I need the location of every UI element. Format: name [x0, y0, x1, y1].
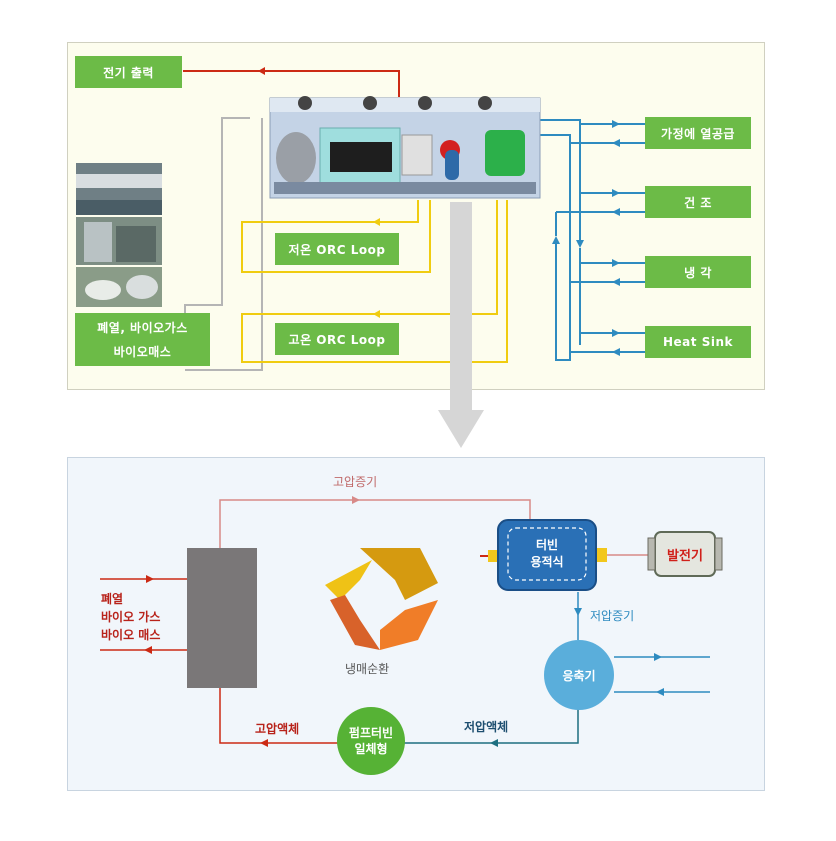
heat-source-photos [76, 163, 162, 307]
turbine-label-1: 터빈 [535, 538, 559, 552]
condenser-label: 응축기 [562, 669, 596, 683]
low-orc-loop-box: 저온 ORC Loop [275, 233, 399, 265]
heat-source-item-biomass: 바이오 매스 [101, 628, 161, 642]
pump-label-2: 일체형 [354, 742, 388, 756]
low-liquid-arrow-icon [490, 739, 498, 747]
refrigerant-cycle-label: 냉매순환 [345, 662, 390, 676]
high-orc-loop-line [241, 200, 508, 363]
refrigerant-cycle-icon [325, 548, 438, 650]
heat-source-box: 폐열, 바이오가스 바이오매스 [75, 313, 210, 366]
branch-arrow-icons [612, 120, 620, 356]
high-pressure-vapor-label: 고압증기 [333, 475, 378, 489]
generator-label: 발전기 [667, 549, 703, 564]
heat-in-arrow-icon [146, 575, 154, 583]
high-orc-loop-box: 고온 ORC Loop [275, 323, 399, 355]
condenser-circle [544, 640, 614, 710]
power-output-box: 전기 출력 [75, 56, 182, 88]
heat-source-list: 폐열 바이오 가스 바이오 매스 [101, 590, 181, 644]
vapor-arrow-icon [352, 496, 360, 504]
low-vapor-arrow-icon [574, 608, 582, 616]
pump-label: 펌프터빈 일체형 [337, 725, 405, 757]
low-pressure-liquid-line [404, 708, 579, 744]
heat-source-label-2: 바이오매스 [113, 344, 172, 359]
return-main-line [540, 134, 571, 361]
pump-label-1: 펌프터빈 [348, 726, 394, 740]
heat-source-label-1: 폐열, 바이오가스 [97, 320, 188, 335]
turbine-block [497, 519, 597, 591]
low-orc-loop-line [241, 200, 431, 273]
high-pressure-liquid-line [219, 688, 340, 744]
low-pressure-vapor-label: 저압증기 [590, 609, 635, 623]
high-pressure-liquid-label: 고압액체 [255, 722, 300, 736]
turbine-illustration [480, 519, 650, 591]
output-home-heating: 가정에 열공급 [645, 117, 751, 149]
high-pressure-vapor-line [219, 499, 531, 548]
output-cooling: 냉 각 [645, 256, 751, 288]
heat-source-line-inner [185, 118, 263, 371]
output-drying: 건 조 [645, 186, 751, 218]
orc-machine-illustration [269, 96, 541, 199]
evaporator-block [187, 548, 257, 688]
power-output-line [265, 70, 400, 97]
down-arrow-icon [438, 202, 484, 448]
pump-circle [337, 707, 405, 775]
turbine-label-2: 용적식 [530, 555, 564, 569]
output-heat-sink: Heat Sink [645, 326, 751, 358]
heat-source-item-waste-heat: 폐열 [101, 592, 124, 606]
heat-out-arrow-icon [144, 646, 152, 654]
liquid-arrow-icon [260, 739, 268, 747]
low-pressure-liquid-label: 저압액체 [464, 720, 509, 734]
turbine-label: 터빈 용적식 [510, 537, 584, 571]
supply-main-line [540, 119, 581, 240]
heat-source-item-biogas: 바이오 가스 [101, 610, 161, 624]
generator-illustration [647, 531, 723, 577]
